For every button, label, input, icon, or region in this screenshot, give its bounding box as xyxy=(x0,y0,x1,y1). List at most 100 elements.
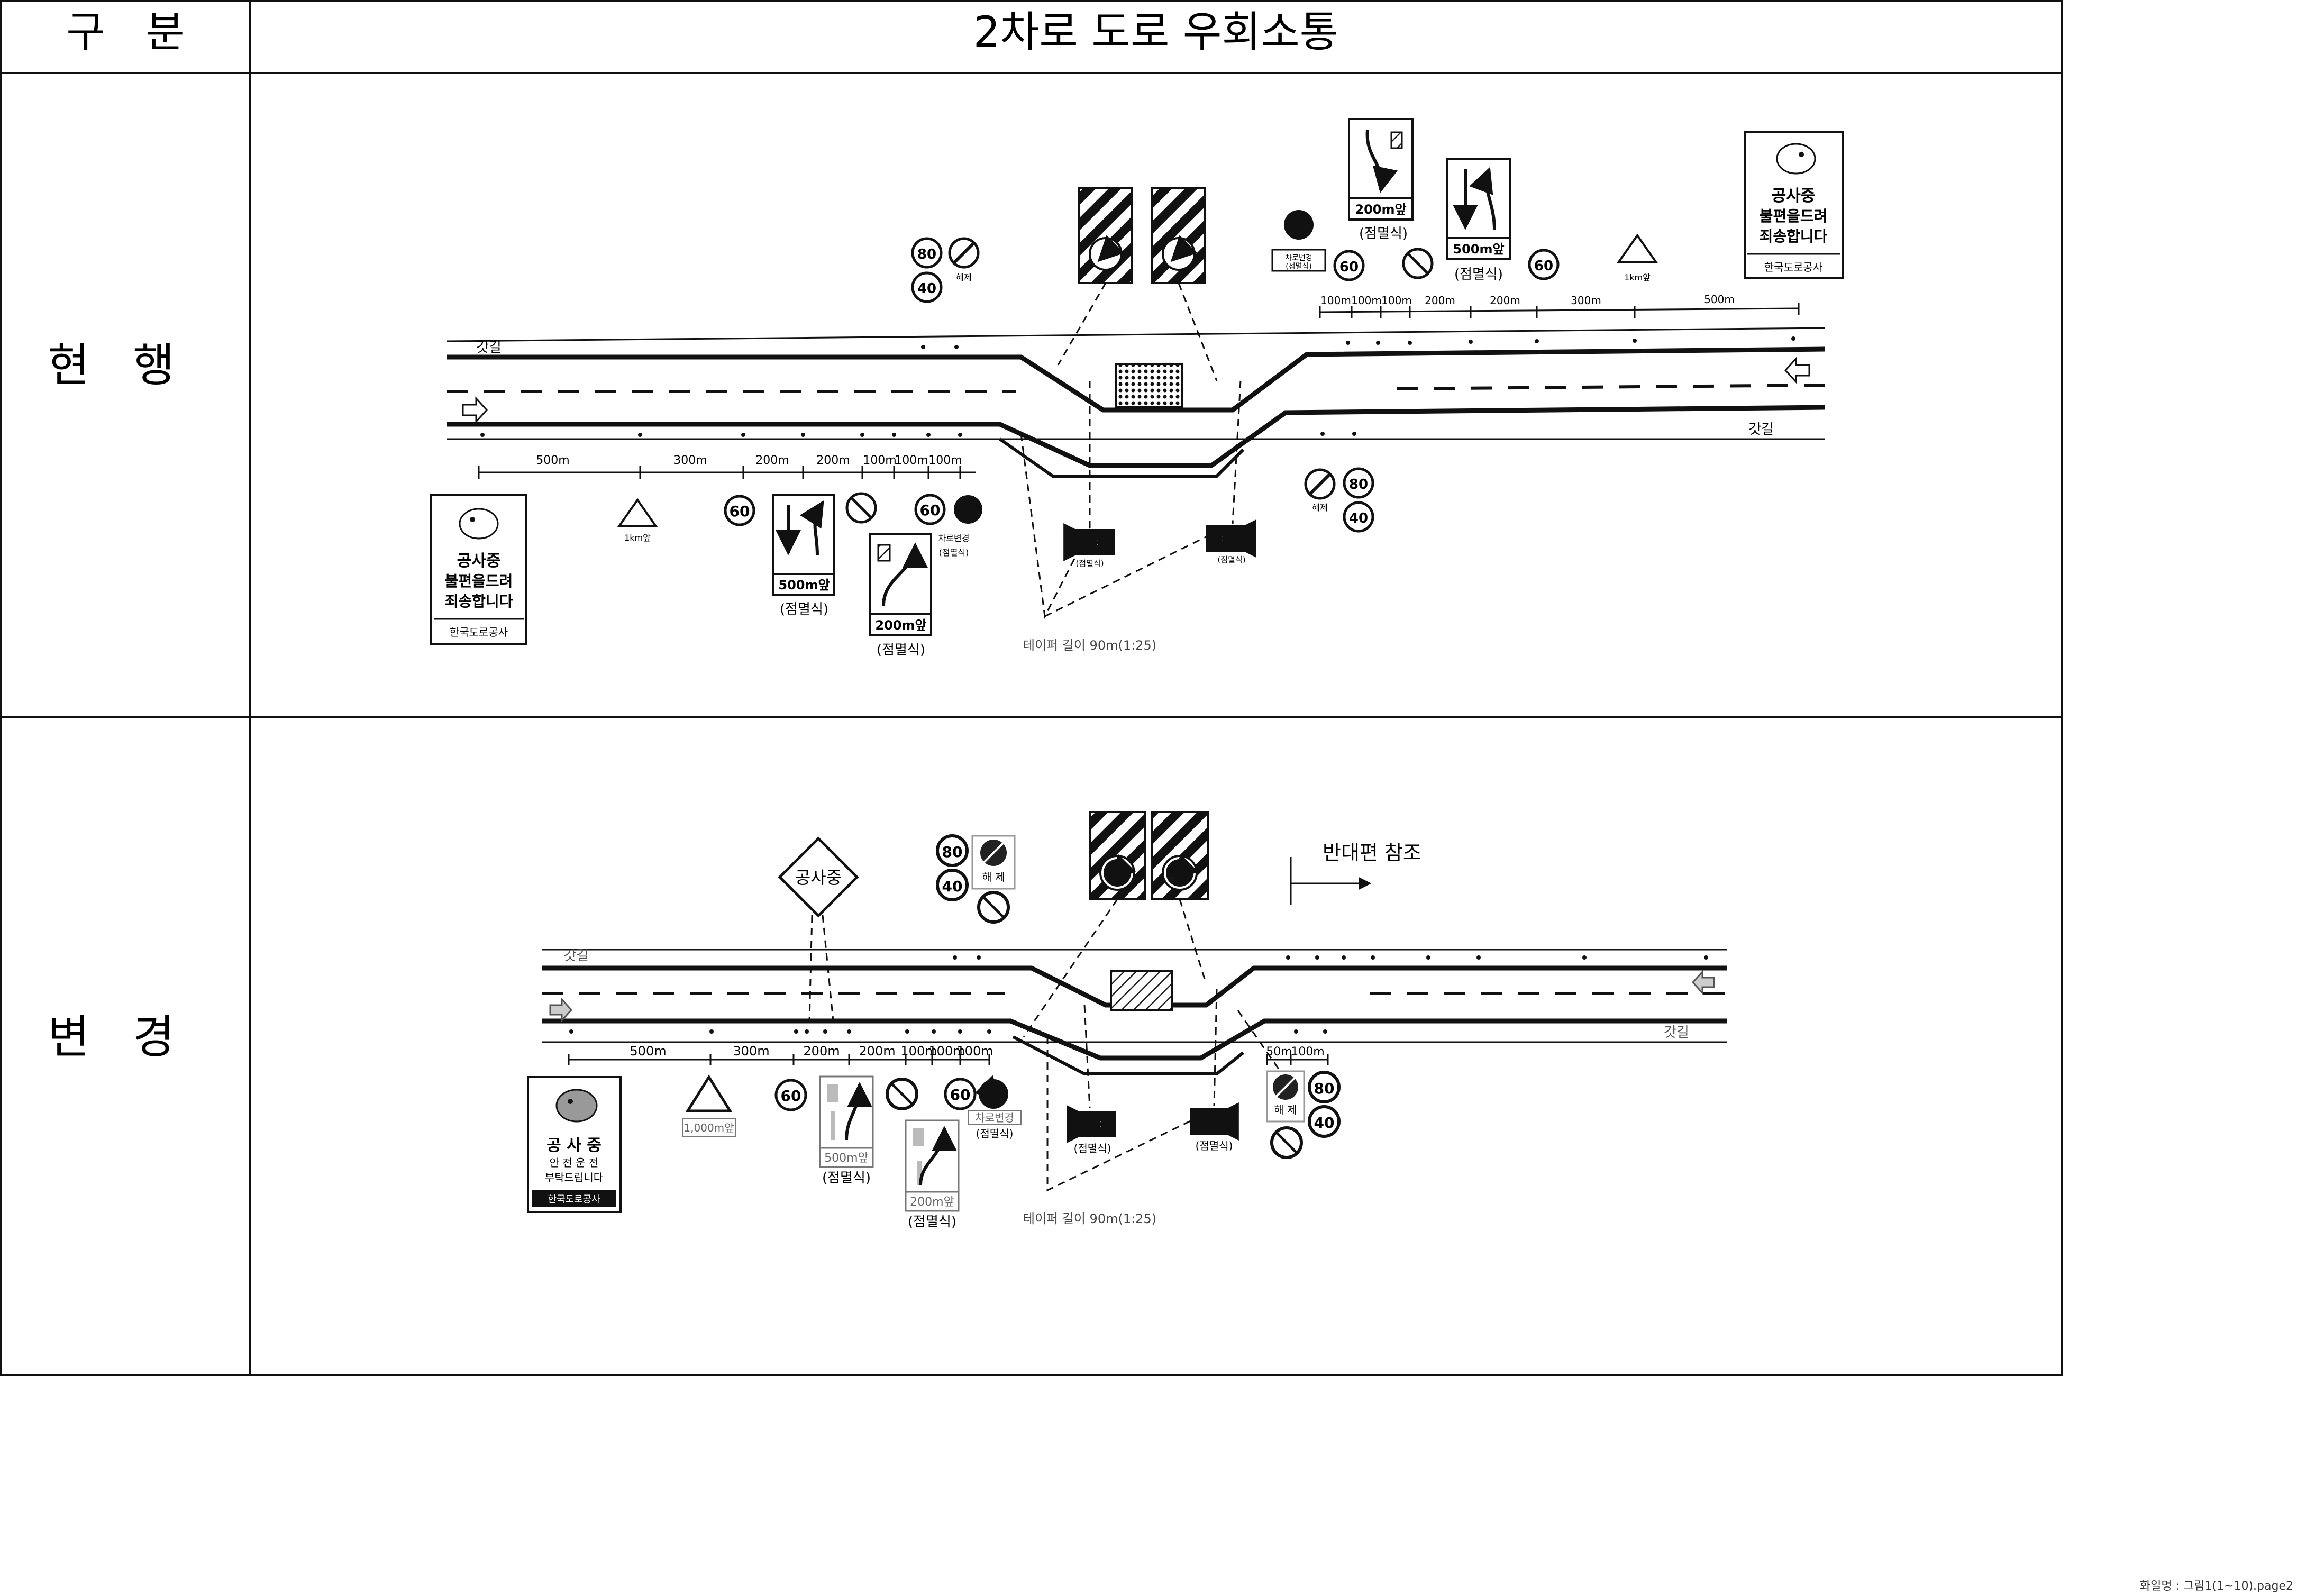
keep-left-arrow-icon-2 xyxy=(1170,235,1198,262)
current-speed-60-lc: 60 차로변경 (점멸식) xyxy=(914,494,982,558)
svg-text:40: 40 xyxy=(1349,510,1368,526)
table-grid xyxy=(0,0,2063,1376)
current-no-turn-icon xyxy=(845,492,877,524)
current-arrow-board-left: (점멸식) xyxy=(1206,519,1256,564)
changed-dist-500: 500m xyxy=(630,1044,666,1059)
changed-plate-200: 200m앞 (점멸식) xyxy=(905,1119,960,1230)
svg-text:40: 40 xyxy=(1314,1114,1335,1132)
changed-construction-board: 공 사 중 안 전 운 전 부탁드립니다 한국도로공사 xyxy=(527,1076,622,1213)
current-arrow-right-icon xyxy=(462,396,488,424)
svg-text:(점멸식): (점멸식) xyxy=(1196,1139,1233,1152)
svg-text:반대편 참조: 반대편 참조 xyxy=(1323,841,1421,864)
changed-road-plan: 갓길 갓길 500m 300m 200m 200m 100m 100m 100m… xyxy=(527,811,1727,1230)
svg-text:(점멸식): (점멸식) xyxy=(822,1170,871,1186)
changed-work-zone xyxy=(1110,970,1173,1011)
svg-text:(점멸식): (점멸식) xyxy=(1217,555,1245,564)
svg-text:차로변경: 차로변경 xyxy=(1285,254,1312,262)
board-right-title: 공사중 xyxy=(1772,187,1816,205)
keep-left-arrow-icon-2 xyxy=(1171,854,1199,881)
changed-no-turn-sign xyxy=(886,1078,918,1110)
changed-shoulder-bottom: 갓길 xyxy=(1664,1025,1689,1041)
changed-diamond-sign: 공사중 xyxy=(778,836,859,918)
changed-rdist-100: 100m xyxy=(1291,1045,1324,1059)
changed-speed-80-40-right: 해 제 80 40 xyxy=(1266,1070,1341,1159)
current-road-plan: 갓길 갓길 500m 300m 200m 200m 100m 100m 100m… xyxy=(430,118,1844,658)
changed-dist-200b: 200m xyxy=(859,1044,895,1059)
changed-warning-triangle: 1,000m앞 xyxy=(682,1074,736,1137)
current-rdist-100b: 100m xyxy=(1351,294,1382,307)
current-dist-100a: 100m xyxy=(863,454,896,467)
svg-text:(점멸식): (점멸식) xyxy=(1454,267,1503,282)
svg-text:500m앞: 500m앞 xyxy=(824,1152,869,1165)
board-line1: 불편을드려 xyxy=(445,572,513,590)
svg-text:(점멸식): (점멸식) xyxy=(780,601,828,617)
board-company: 한국도로공사 xyxy=(450,626,508,639)
current-dist-500: 500m xyxy=(536,454,569,467)
board-title: 공사중 xyxy=(457,552,501,570)
current-right-ruler xyxy=(1319,303,1800,318)
svg-text:(점멸식): (점멸식) xyxy=(939,548,969,558)
changed-speed-80-40-top: 80 40 해 제 xyxy=(936,834,1016,924)
current-shoulder-top: 갓길 xyxy=(476,340,502,355)
changed-left-ruler xyxy=(568,1054,990,1065)
changed-dist-100c: 100m xyxy=(956,1044,993,1059)
svg-text:해제: 해제 xyxy=(956,272,971,282)
current-speed-80-40-right: 해제 80 40 xyxy=(1304,467,1374,533)
current-rdist-100a: 100m xyxy=(1320,294,1351,307)
svg-text:(점멸식): (점멸식) xyxy=(1286,262,1312,271)
svg-text:해 제: 해 제 xyxy=(1274,1103,1297,1116)
footer-filename: 화일명 : 그림1(1~10).page2 xyxy=(2140,1580,2293,1593)
current-construction-board-left: 공사중 불편을드려 죄송합니다 한국도로공사 xyxy=(430,494,527,645)
changed-opposite-reference: 반대편 참조 xyxy=(1290,841,1421,905)
board-right-company: 한국도로공사 xyxy=(1764,261,1822,273)
current-top-chevron-signs xyxy=(1078,187,1206,284)
current-rdist-200b: 200m xyxy=(1490,294,1520,307)
changed-speed-60-left: 60 xyxy=(774,1079,807,1111)
current-warning-triangle-left: 1km앞 xyxy=(617,498,658,543)
current-rdist-300: 300m xyxy=(1571,294,1601,307)
svg-text:(점멸식): (점멸식) xyxy=(976,1127,1014,1140)
current-rdist-100c: 100m xyxy=(1381,294,1412,307)
svg-text:부탁드립니다: 부탁드립니다 xyxy=(545,1171,603,1184)
changed-shoulder-top: 갓길 xyxy=(563,948,589,964)
current-plate-500-top: 500m앞 (점멸식) xyxy=(1446,158,1511,282)
changed-top-chevron-signs xyxy=(1089,811,1209,900)
current-plate-200: 200m앞 (점멸식) xyxy=(869,533,932,658)
current-rdist-500: 500m xyxy=(1704,293,1735,306)
svg-text:(점멸식): (점멸식) xyxy=(1359,226,1408,242)
svg-text:80: 80 xyxy=(942,843,963,861)
svg-text:한국도로공사: 한국도로공사 xyxy=(548,1194,600,1205)
changed-mascot-icon xyxy=(555,1089,598,1123)
header-col1: 구 분 xyxy=(66,7,185,57)
svg-text:40: 40 xyxy=(942,878,963,895)
svg-text:80: 80 xyxy=(1349,477,1368,493)
svg-text:200m앞: 200m앞 xyxy=(1355,202,1406,217)
changed-dist-100b: 100m xyxy=(928,1044,965,1059)
current-taper-label: 테이퍼 길이 90m(1:25) xyxy=(1023,638,1156,653)
current-rdist-200a: 200m xyxy=(1425,294,1455,307)
current-road-lines xyxy=(446,327,1826,478)
mascot-icon xyxy=(459,508,499,540)
svg-text:안 전 운 전: 안 전 운 전 xyxy=(550,1156,599,1169)
changed-arrow-right-icon xyxy=(549,997,573,1023)
svg-text:60: 60 xyxy=(1534,258,1553,274)
svg-text:60: 60 xyxy=(920,501,941,519)
svg-text:500m앞: 500m앞 xyxy=(778,578,830,592)
changed-right-ruler xyxy=(1266,1054,1329,1065)
current-dist-200b: 200m xyxy=(816,454,850,467)
svg-text:차로변경: 차로변경 xyxy=(975,1111,1014,1124)
svg-text:80: 80 xyxy=(917,247,936,262)
mascot-icon-right xyxy=(1776,143,1816,175)
changed-speed-60-lc: 60 차로변경 (점멸식) xyxy=(944,1075,1022,1140)
svg-text:(점멸식): (점멸식) xyxy=(908,1214,956,1230)
svg-text:공 사 중: 공 사 중 xyxy=(546,1136,601,1155)
current-plate-200-top: 200m앞 (점멸식) xyxy=(1348,118,1414,242)
current-top-right-signs: 차로변경 (점멸식) 60 60 xyxy=(1271,210,1560,281)
warn-left-dist: 1km앞 xyxy=(624,533,651,543)
lane-change-circle-icon xyxy=(1284,210,1314,240)
current-delineators xyxy=(480,336,1795,437)
changed-plate-500: 500m앞 (점멸식) xyxy=(819,1075,874,1186)
changed-arrow-board-left: (점멸식) xyxy=(1190,1102,1239,1152)
changed-arrow-board-right: (점멸식) xyxy=(1067,1105,1116,1155)
